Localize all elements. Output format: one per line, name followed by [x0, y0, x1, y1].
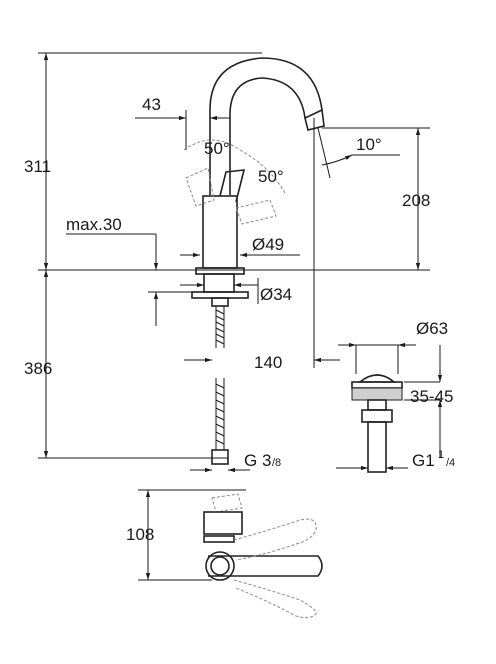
- connection-thread-fraction: /8: [272, 457, 281, 469]
- hose-length-label: 386: [24, 359, 52, 378]
- waste-diameter-label: Ø63: [416, 319, 448, 338]
- angle-left-label: 50°: [204, 139, 230, 158]
- spout-tilt-label: 10°: [356, 135, 382, 154]
- diameter-body-label: Ø49: [252, 235, 284, 254]
- dimension-lines: [38, 52, 430, 581]
- dimension-labels: 311 43 50° 50° 10° 208 max.30 Ø49 Ø34 38…: [24, 95, 455, 544]
- spout-offset-label: 43: [142, 95, 161, 114]
- reach-label: 140: [254, 353, 282, 372]
- waste-range-label: 35-45: [410, 387, 453, 406]
- waste-valve: [336, 342, 443, 473]
- spout-height-label: 208: [402, 191, 430, 210]
- waste-thread-label: G1: [412, 451, 435, 470]
- top-view-height-label: 108: [126, 525, 154, 544]
- angle-right-label: 50°: [258, 167, 284, 186]
- waste-thread-superscript: 1: [438, 449, 444, 461]
- diameter-hole-label: Ø34: [260, 285, 292, 304]
- faucet-top-view: [203, 493, 323, 619]
- max-deck-label: max.30: [66, 215, 122, 234]
- faucet-side-view: [183, 57, 325, 465]
- connection-thread-label: G 3: [244, 451, 271, 470]
- waste-thread-fraction: /4: [446, 457, 455, 469]
- height-total-label: 311: [24, 157, 51, 176]
